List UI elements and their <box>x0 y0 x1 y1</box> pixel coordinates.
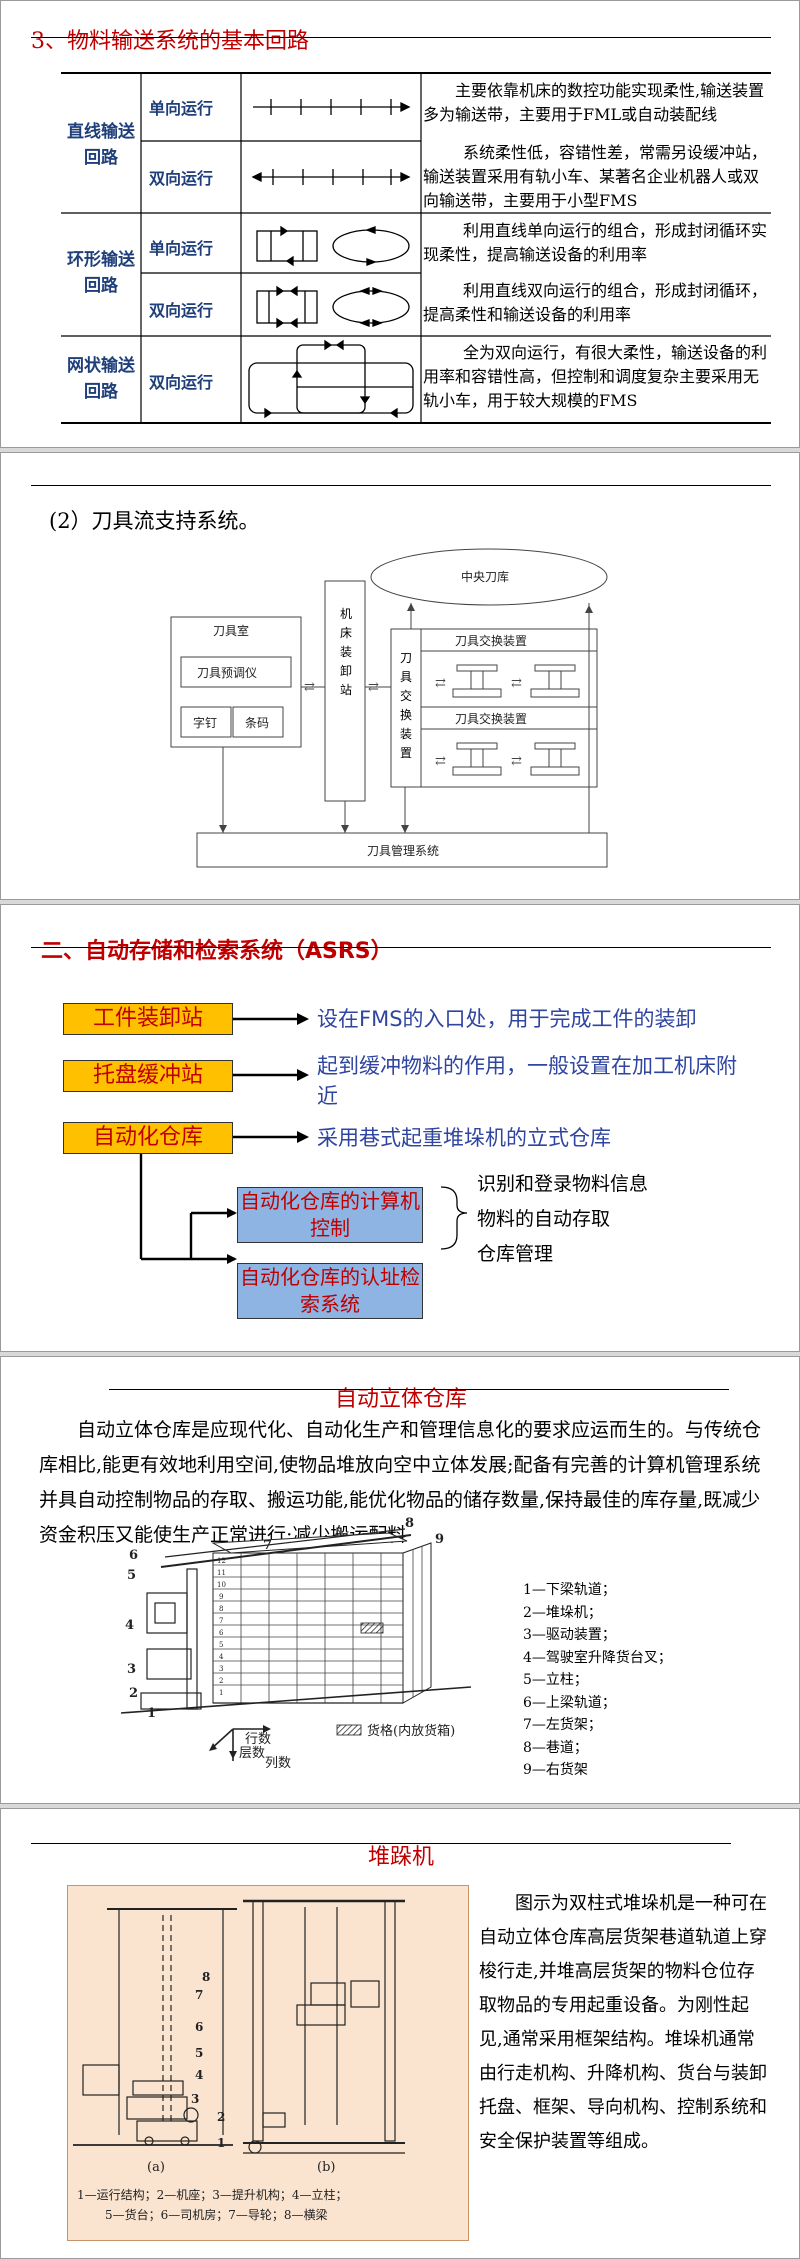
svg-text:4: 4 <box>125 1618 134 1633</box>
description: 主要依靠机床的数控功能实现柔性,输送装置多为输送带，主要用于FML或自动装配线 <box>423 79 771 127</box>
crane-callouts: 8 7 6 5 4 3 2 1 <box>191 1970 225 2150</box>
tool-room-label: 刀具室 <box>213 623 249 638</box>
description: 全为双向运行，有很大柔性，输送设备的利用率和容错性高，但控制和调度复杂主要采用无… <box>423 341 771 413</box>
svg-text:10: 10 <box>217 1581 226 1589</box>
svg-text:8: 8 <box>202 1970 210 1984</box>
axis-cols: 列数 <box>265 1756 291 1771</box>
slide-conveyor-loops: 3、物料输送系统的基本回路 <box>0 0 800 448</box>
description: 利用直线单向运行的组合，形成封闭循环实现柔性，提高输送设备的利用率 <box>423 219 771 267</box>
crane-paragraph: 图示为双柱式堆垛机是一种可在自动立体仓库高层货架巷道轨道上穿梭行走,并堆高层货架… <box>479 1887 769 2159</box>
svg-text:3: 3 <box>219 1665 223 1673</box>
mode-label: 双向运行 <box>149 297 213 321</box>
svg-text:⇄: ⇄ <box>435 676 446 691</box>
caption-b: (b) <box>317 2160 335 2175</box>
function-item: 物料的自动存取 <box>477 1202 610 1237</box>
axis-layers: 层数 <box>239 1746 265 1761</box>
function-item: 仓库管理 <box>477 1237 553 1272</box>
svg-text:5: 5 <box>127 1568 136 1583</box>
crane-caption-line: 5—货台；6—司机房；7—导轮；8—横梁 <box>105 2207 328 2222</box>
slide-stacker-crane: 堆跺机 <box>0 1808 800 2259</box>
ziding-label: 字钉 <box>193 715 217 730</box>
desc-loading-station: 设在FMS的入口处，用于完成工件的装卸 <box>317 1004 767 1034</box>
svg-text:8: 8 <box>219 1605 223 1613</box>
central-library-label: 中央刀库 <box>461 569 509 584</box>
svg-text:3: 3 <box>127 1662 136 1677</box>
svg-text:8: 8 <box>405 1516 414 1531</box>
category-network: 网状输送回路 <box>63 353 139 405</box>
svg-text:2: 2 <box>219 1677 223 1685</box>
crane-caption-line: 1—运行结构；2—机座；3—提升机构；4—立柱； <box>77 2187 348 2202</box>
svg-text:7: 7 <box>263 1538 272 1553</box>
loop-double-diagram <box>257 287 409 327</box>
svg-text:1: 1 <box>147 1706 156 1721</box>
slide-asrs: 二、自动存储和检索系统（ASRS） 工件装卸站 托盘缓冲站 自动化仓库 设在FM… <box>0 904 800 1352</box>
caption-a: (a) <box>147 2160 165 2175</box>
axis-rows: 行数 <box>245 1732 271 1747</box>
svg-text:3: 3 <box>191 2092 199 2106</box>
exchange-unit-label: 刀具交换装置 <box>455 711 527 726</box>
description: 系统柔性低，容错性差，常需另设缓冲站，输送装置采用有轨小车、某著名企业机器人或双… <box>423 141 771 213</box>
svg-text:⇄: ⇄ <box>304 680 315 695</box>
svg-text:5: 5 <box>195 2046 203 2060</box>
mode-label: 单向运行 <box>149 95 213 119</box>
machine-station-label: 机床装卸站 <box>338 605 354 700</box>
tool-exchange-label: 刀具交换装置 <box>398 649 414 763</box>
svg-text:⇄: ⇄ <box>368 680 379 695</box>
svg-text:⇄: ⇄ <box>511 754 522 769</box>
slide-tool-flow: (2）刀具流支持系统。 <box>0 452 800 900</box>
svg-text:7: 7 <box>195 1988 203 2002</box>
network-diagram <box>249 341 413 417</box>
slide-auto-warehouse: 自动立体仓库 自动立体仓库是应现代化、自动化生产和管理信息化的要求应运而生的。与… <box>0 1356 800 1804</box>
svg-text:1: 1 <box>219 1689 223 1697</box>
svg-text:9: 9 <box>435 1532 444 1547</box>
mode-label: 双向运行 <box>149 165 213 189</box>
svg-text:2: 2 <box>217 2110 225 2124</box>
box-address-retrieval: 自动化仓库的认址检索系统 <box>237 1263 423 1319</box>
svg-text:⇄: ⇄ <box>511 676 522 691</box>
crane-a <box>73 1909 237 2145</box>
category-loop: 环形输送回路 <box>63 247 139 299</box>
management-label: 刀具管理系统 <box>367 843 439 858</box>
loop-single-diagram <box>257 227 409 265</box>
svg-text:6: 6 <box>129 1548 138 1563</box>
warehouse-legend: 1—下梁轨道； 2—堆垛机； 3—驱动装置； 4—驾驶室升降货台叉； 5—立柱；… <box>523 1579 672 1782</box>
mode-label: 单向运行 <box>149 235 213 259</box>
function-item: 识别和登录物料信息 <box>477 1167 648 1202</box>
straight-single-diagram <box>253 99 409 115</box>
svg-text:6: 6 <box>219 1629 224 1637</box>
svg-text:1: 1 <box>217 2136 225 2150</box>
svg-text:2: 2 <box>129 1686 138 1701</box>
title-rule <box>31 1843 731 1844</box>
description: 利用直线双向运行的组合，形成封闭循环，提高柔性和输送设备的利用率 <box>423 279 771 327</box>
cell-legend-swatch <box>337 1725 361 1735</box>
svg-text:4: 4 <box>219 1653 224 1661</box>
mode-label: 双向运行 <box>149 369 213 393</box>
svg-text:11: 11 <box>217 1569 226 1577</box>
svg-text:6: 6 <box>195 2020 203 2034</box>
box-computer-control: 自动化仓库的计算机控制 <box>237 1187 423 1243</box>
category-straight: 直线输送回路 <box>63 119 139 171</box>
svg-text:⇄: ⇄ <box>435 754 446 769</box>
exchange-unit-label: 刀具交换装置 <box>455 633 527 648</box>
desc-auto-warehouse: 采用巷式起重堆垛机的立式仓库 <box>317 1123 767 1153</box>
presetter-label: 刀具预调仪 <box>197 666 257 680</box>
box-loading-station: 工件装卸站 <box>63 1003 233 1035</box>
svg-text:9: 9 <box>219 1593 223 1601</box>
box-auto-warehouse: 自动化仓库 <box>63 1122 233 1154</box>
box-pallet-buffer: 托盘缓冲站 <box>63 1060 233 1092</box>
crane-figure: 8 7 6 5 4 3 2 1 (a) (b) 1—运行结构；2—机座；3—提升… <box>67 1885 467 2239</box>
svg-text:7: 7 <box>219 1617 223 1625</box>
straight-double-diagram <box>253 169 409 185</box>
svg-text:12: 12 <box>217 1557 226 1565</box>
svg-text:5: 5 <box>219 1641 223 1649</box>
desc-pallet-buffer: 起到缓冲物料的作用，一般设置在加工机床附近 <box>317 1051 747 1111</box>
crane-b <box>243 1901 405 2153</box>
cell-legend-label: 货格(内放货箱) <box>367 1723 455 1739</box>
warehouse-figure: 货格(内放货箱) 层数 行数 列数 12 11 10 9 8 7 6 5 4 3… <box>1 1357 800 1804</box>
brace <box>441 1187 467 1249</box>
svg-text:4: 4 <box>195 2068 203 2082</box>
tiaoma-label: 条码 <box>245 716 269 730</box>
